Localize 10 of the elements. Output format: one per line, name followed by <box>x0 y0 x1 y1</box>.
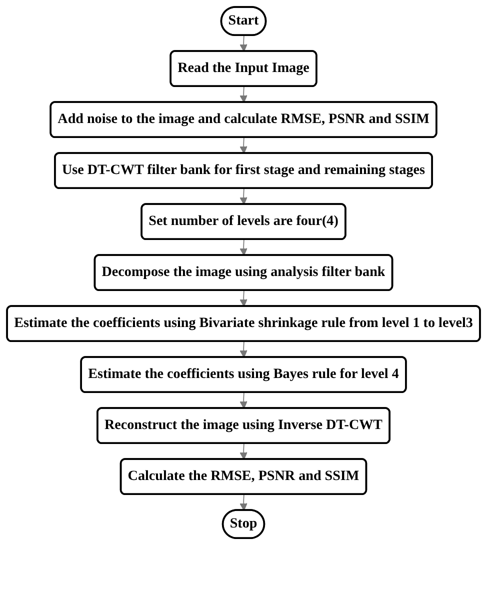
arrow <box>240 239 248 256</box>
arrow <box>240 494 248 511</box>
arrow <box>240 35 248 52</box>
arrow <box>240 341 248 358</box>
arrow <box>240 290 248 307</box>
arrow <box>240 392 248 409</box>
arrow <box>240 188 248 205</box>
arrow <box>240 137 248 154</box>
arrow <box>240 443 248 460</box>
arrow <box>240 86 248 103</box>
